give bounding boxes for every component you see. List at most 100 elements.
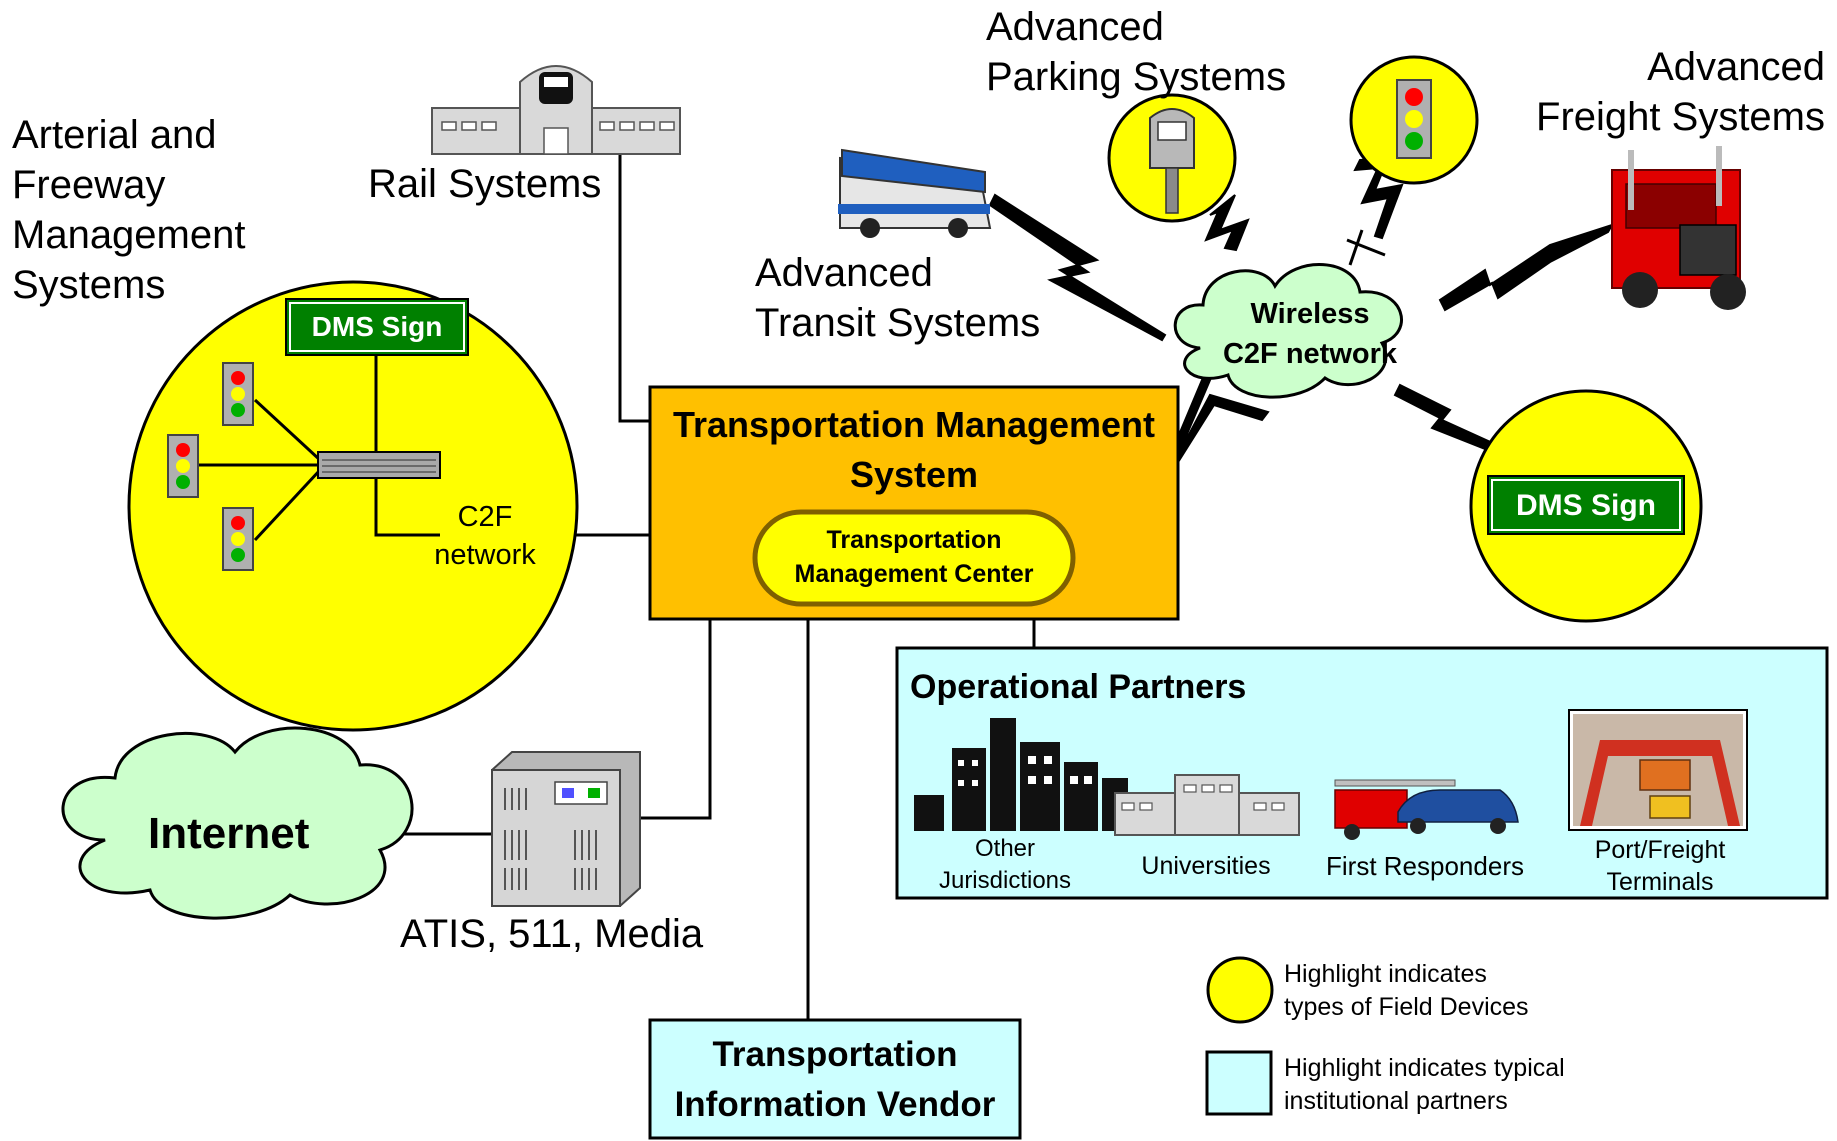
freight-truck-icon xyxy=(1611,146,1746,310)
building xyxy=(1020,742,1060,831)
green-light xyxy=(231,548,245,562)
legend-line: types of Field Devices xyxy=(1284,993,1529,1021)
meter-window xyxy=(1157,121,1187,141)
rail-systems-label: Rail Systems xyxy=(368,162,602,206)
partner-universities: Universities xyxy=(1110,850,1302,882)
tmc-label: Transportation Management Center xyxy=(755,523,1073,591)
yellow-light xyxy=(231,387,245,401)
parking-meter-icon xyxy=(1149,108,1195,214)
dms-sign-right xyxy=(1487,475,1685,535)
traffic-signal-icon xyxy=(1396,79,1432,159)
window xyxy=(1183,784,1197,793)
wire-1 xyxy=(253,398,322,462)
green-light xyxy=(176,475,190,489)
vendor-box xyxy=(648,1018,1022,1140)
partners-title: Operational Partners xyxy=(910,668,1247,706)
window xyxy=(958,760,964,766)
dms-sign-right-label: DMS Sign xyxy=(1516,489,1656,522)
bolt-tms-icon xyxy=(1158,340,1270,483)
arterial-label-line: Arterial and xyxy=(12,113,217,157)
traffic-signal-icon xyxy=(222,362,254,426)
station-window xyxy=(619,121,635,131)
bus-stripe xyxy=(838,204,990,214)
server-led xyxy=(588,788,600,798)
freight-label-line: Freight Systems xyxy=(1536,95,1825,139)
vendor-label-line: Information Vendor xyxy=(674,1085,996,1124)
loader-vehicle xyxy=(1649,795,1691,819)
building xyxy=(1064,762,1098,831)
truck-wheel xyxy=(1710,274,1746,310)
arterial-label-line: Management xyxy=(12,213,246,257)
first-responders-icon xyxy=(1334,779,1519,840)
controller-cabinet-icon xyxy=(317,451,441,479)
police-car xyxy=(1397,789,1519,823)
arterial-systems-label: Arterial and Freeway Management Systems xyxy=(12,110,245,310)
wireless-network-label: Wireless C2F network xyxy=(1200,294,1420,374)
red-light xyxy=(231,516,245,530)
univ-windows xyxy=(1121,784,1285,811)
wire-3 xyxy=(253,468,322,542)
legend-line: Highlight indicates typical xyxy=(1284,1054,1565,1082)
freight-label-line: Advanced xyxy=(1647,45,1825,89)
wireless-label-line: Wireless xyxy=(1250,298,1370,330)
window xyxy=(1084,776,1092,784)
legend-partner-swatch xyxy=(1205,1050,1273,1116)
yellow-light xyxy=(231,532,245,546)
tms-title-line: System xyxy=(849,454,979,495)
window xyxy=(1028,776,1036,784)
c2f-label-line: network xyxy=(434,539,536,571)
vendor-label-line: Transportation xyxy=(712,1035,958,1074)
dms-sign-right-border xyxy=(1491,479,1681,531)
internet-label: Internet xyxy=(148,809,310,858)
c2f-network-label: C2F network xyxy=(415,498,555,574)
station-window xyxy=(441,121,457,131)
traffic-signal-icon xyxy=(222,507,254,571)
green-light xyxy=(1405,132,1423,150)
partner-label-line: Jurisdictions xyxy=(938,867,1072,894)
partner-label-line: Universities xyxy=(1141,852,1271,880)
station-window xyxy=(639,121,655,131)
bolt-freight-icon xyxy=(1438,223,1615,312)
station-door xyxy=(543,127,569,155)
station-windows xyxy=(441,121,675,131)
city-skyline-icon xyxy=(914,718,1128,831)
vendor-label: Transportation Information Vendor xyxy=(650,1030,1020,1130)
univ-center xyxy=(1174,774,1240,836)
fire-truck xyxy=(1334,789,1408,829)
server-icon xyxy=(491,751,641,907)
bus-icon xyxy=(838,148,992,238)
station-window xyxy=(659,121,675,131)
legend-field-swatch xyxy=(1206,956,1274,1024)
yellow-light xyxy=(176,459,190,473)
window xyxy=(1121,802,1135,811)
truck-windshield xyxy=(1625,183,1717,229)
wheel xyxy=(1490,818,1506,834)
signal-link xyxy=(1348,229,1364,266)
bus-wheel xyxy=(948,218,968,238)
transit-systems-label: Advanced Transit Systems xyxy=(755,248,1040,348)
city-windows xyxy=(958,756,1092,786)
legend-line: Highlight indicates xyxy=(1284,960,1487,988)
red-light xyxy=(1405,88,1423,106)
window xyxy=(1044,756,1052,764)
meter-post xyxy=(1165,167,1179,214)
partner-label-line: First Responders xyxy=(1326,851,1524,881)
port-terminal-icon xyxy=(1568,709,1748,831)
window xyxy=(1271,802,1285,811)
window xyxy=(1139,802,1153,811)
container xyxy=(1639,759,1691,791)
legend-field-devices-text: Highlight indicates types of Field Devic… xyxy=(1284,958,1529,1024)
bolt-signal-icon xyxy=(1353,156,1404,240)
arterial-label-line: Freeway xyxy=(12,163,166,207)
traffic-signal-icon xyxy=(167,434,199,498)
partner-first-responders: First Responders xyxy=(1310,850,1540,882)
window xyxy=(958,780,964,786)
transit-label-line: Transit Systems xyxy=(755,301,1041,345)
green-light xyxy=(231,403,245,417)
server-panel xyxy=(554,781,608,805)
bolt-transit-icon xyxy=(988,193,1167,342)
legend-line: institutional partners xyxy=(1284,1087,1508,1115)
freight-systems-label: Advanced Freight Systems xyxy=(1536,42,1825,142)
window xyxy=(1044,776,1052,784)
